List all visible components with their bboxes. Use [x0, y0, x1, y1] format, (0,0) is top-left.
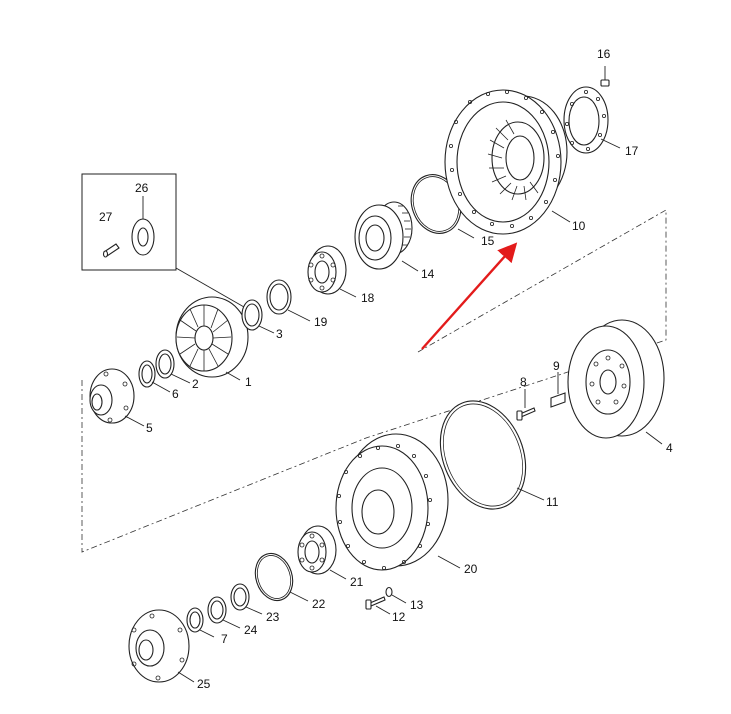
part-19-ring [266, 279, 311, 322]
callout-12: 12 [392, 610, 406, 624]
part-21-bearing [297, 525, 347, 580]
part-27-pin [102, 243, 120, 258]
part-4-cover-disc [567, 319, 665, 445]
part-18-bearing [307, 245, 357, 298]
callout-4: 4 [666, 441, 673, 455]
part-10-turbine-housing [444, 89, 571, 235]
callout-1: 1 [245, 375, 252, 389]
callout-17: 17 [625, 144, 639, 158]
callout-15: 15 [481, 234, 495, 248]
part-25-flange [128, 609, 195, 683]
callout-19: 19 [314, 315, 328, 329]
callout-10: 10 [572, 219, 586, 233]
callout-20: 20 [464, 562, 478, 576]
callout-25: 25 [197, 677, 211, 691]
part-26-washer [131, 196, 155, 256]
part-7-ring [186, 607, 215, 638]
callout-13: 13 [410, 598, 424, 612]
part-12-bolt [365, 596, 391, 615]
part-9-lock-plate [550, 372, 566, 408]
part-22-o-ring [254, 552, 309, 602]
callout-18: 18 [361, 291, 375, 305]
part-13-washer [385, 586, 407, 604]
part-20-pump-housing [335, 433, 461, 571]
callout-24: 24 [244, 623, 258, 637]
callout-22: 22 [312, 597, 326, 611]
callout-3: 3 [276, 327, 283, 341]
highlight-arrow [421, 242, 518, 350]
part-24-ring [207, 596, 241, 629]
callout-16: 16 [597, 47, 611, 61]
callout-8: 8 [520, 375, 527, 389]
callout-7: 7 [221, 632, 228, 646]
callout-26: 26 [135, 181, 149, 195]
callout-9: 9 [553, 359, 560, 373]
callout-5: 5 [146, 421, 153, 435]
callout-14: 14 [421, 267, 435, 281]
part-1-stator [175, 296, 249, 381]
part-6-ring [138, 360, 171, 393]
part-8-bolt [516, 389, 536, 421]
part-14-hub [354, 201, 419, 272]
assembly-outline [81, 209, 667, 553]
part-11-o-ring [439, 400, 545, 510]
callout-27: 27 [99, 210, 113, 224]
part-17-gasket [563, 86, 621, 154]
part-2-ring [155, 349, 191, 384]
part-5-flange [89, 368, 145, 427]
part-16-screw [600, 66, 610, 87]
callout-21: 21 [350, 575, 364, 589]
inset-box [81, 173, 245, 308]
callout-6: 6 [172, 387, 179, 401]
part-23-ring [230, 583, 263, 615]
callout-11: 11 [546, 495, 559, 509]
part-3-snap-ring [241, 299, 275, 334]
callout-23: 23 [266, 610, 280, 624]
callout-2: 2 [192, 377, 199, 391]
